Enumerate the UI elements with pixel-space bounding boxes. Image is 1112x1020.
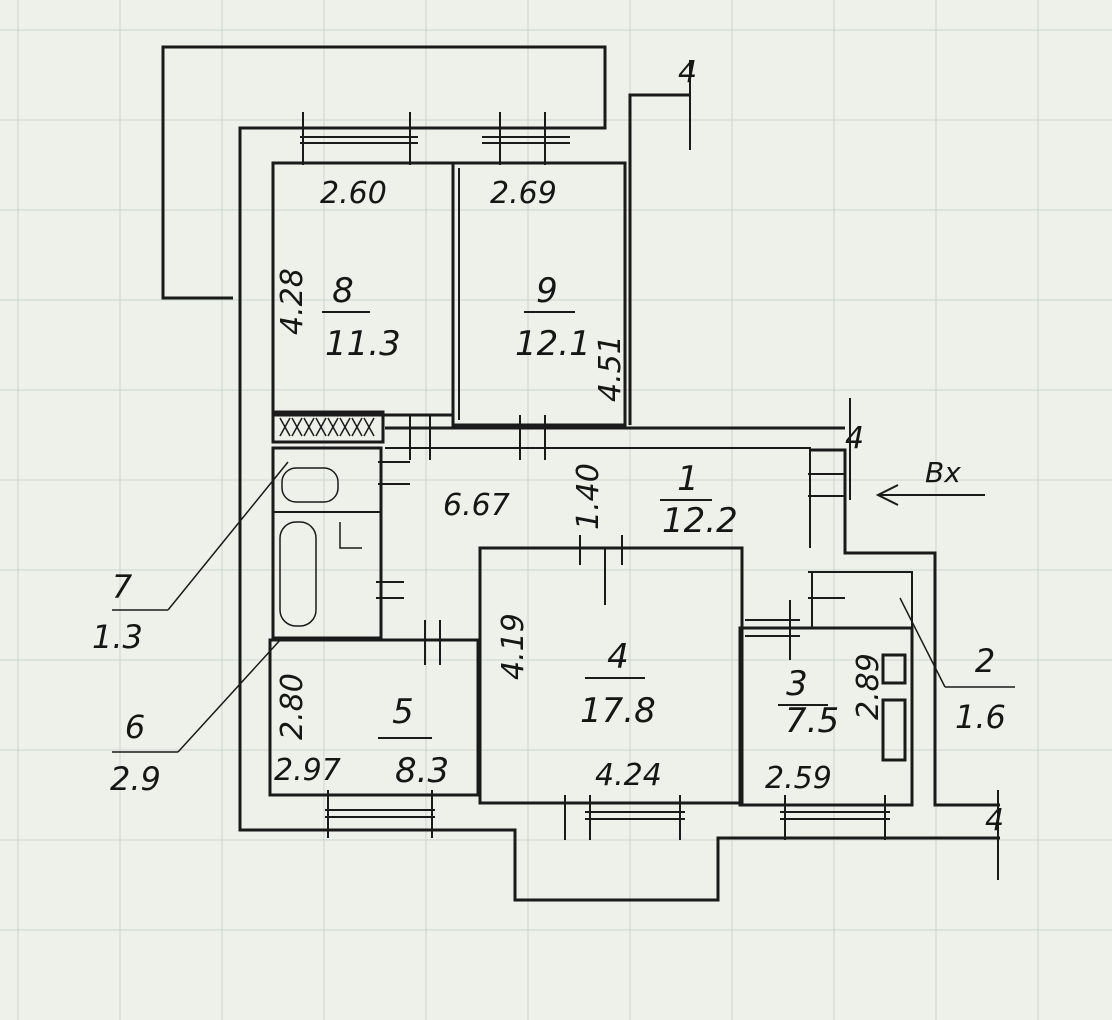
room-8-area: 11.3	[325, 324, 401, 364]
room-3-number: 3	[786, 664, 808, 704]
room-4-number: 4	[607, 637, 629, 677]
room-5-number: 5	[392, 692, 414, 732]
callout-leaders	[112, 461, 1015, 753]
hatch-stroke	[291, 417, 303, 437]
corridor-north-wall-inner	[385, 447, 811, 548]
room-3-length: 2.89	[851, 653, 886, 720]
section-mark-middle: 4	[845, 421, 864, 456]
hatch-stroke	[351, 417, 363, 437]
room-5-area: 8.3	[395, 751, 449, 791]
room-9-area: 12.1	[515, 324, 591, 364]
hatch-stroke	[315, 417, 327, 437]
section-mark-top: 4	[678, 55, 697, 90]
room-4-width: 4.24	[595, 758, 662, 793]
vent-duct-hatching	[279, 417, 375, 437]
hatch-stroke	[303, 417, 315, 437]
vent-duct	[271, 410, 385, 444]
bathtub-fixture	[279, 521, 317, 627]
room-3-width: 2.59	[765, 761, 832, 796]
room-1-length: 1.40	[571, 463, 606, 530]
room-4-outline	[478, 546, 744, 805]
room-8-length: 4.28	[275, 268, 310, 335]
room-4-length: 4.19	[496, 613, 531, 680]
room-1-width: 6.67	[443, 488, 510, 523]
room-3-fixture-top	[881, 653, 907, 685]
window-marks	[300, 60, 999, 880]
room-5-outline	[268, 638, 480, 797]
callout-6-number: 6	[125, 708, 145, 746]
hatch-stroke	[279, 417, 291, 437]
room-8-width: 2.60	[320, 176, 387, 211]
callout-7-area: 1.3	[92, 618, 143, 656]
room-1-number: 1	[677, 459, 699, 499]
callout-2-number: 2	[975, 642, 995, 680]
callout-7-number: 7	[112, 568, 133, 606]
room-9-number: 9	[536, 271, 558, 311]
room-9-length: 4.51	[593, 335, 628, 402]
entrance-label: Вх	[925, 456, 961, 489]
room-3-area: 7.5	[785, 701, 839, 741]
callout-2-area: 1.6	[955, 698, 1006, 736]
toilet-fixture	[339, 522, 362, 549]
room-3-fixture-bottom	[881, 698, 907, 762]
exterior-wall	[628, 93, 690, 425]
hatch-stroke	[327, 417, 339, 437]
entrance-arrow	[875, 484, 985, 506]
east-wall	[810, 448, 1000, 807]
room-9-outline	[451, 161, 627, 427]
storage-2-outline	[811, 571, 913, 629]
room-1-area: 12.2	[662, 501, 738, 541]
balcony-outline	[161, 45, 1000, 902]
section-mark-bottom: 4	[985, 803, 1004, 838]
room-8-number: 8	[332, 271, 354, 311]
bathroom-block	[271, 446, 383, 640]
sink-fixture	[281, 467, 339, 503]
room-4-area: 17.8	[580, 691, 656, 731]
hatch-stroke	[363, 417, 375, 437]
room-9-width: 2.69	[490, 176, 557, 211]
callout-6-area: 2.9	[110, 760, 161, 798]
room-5-width: 2.97	[274, 753, 341, 788]
room-5-length: 2.80	[275, 673, 310, 740]
hatch-stroke	[339, 417, 351, 437]
